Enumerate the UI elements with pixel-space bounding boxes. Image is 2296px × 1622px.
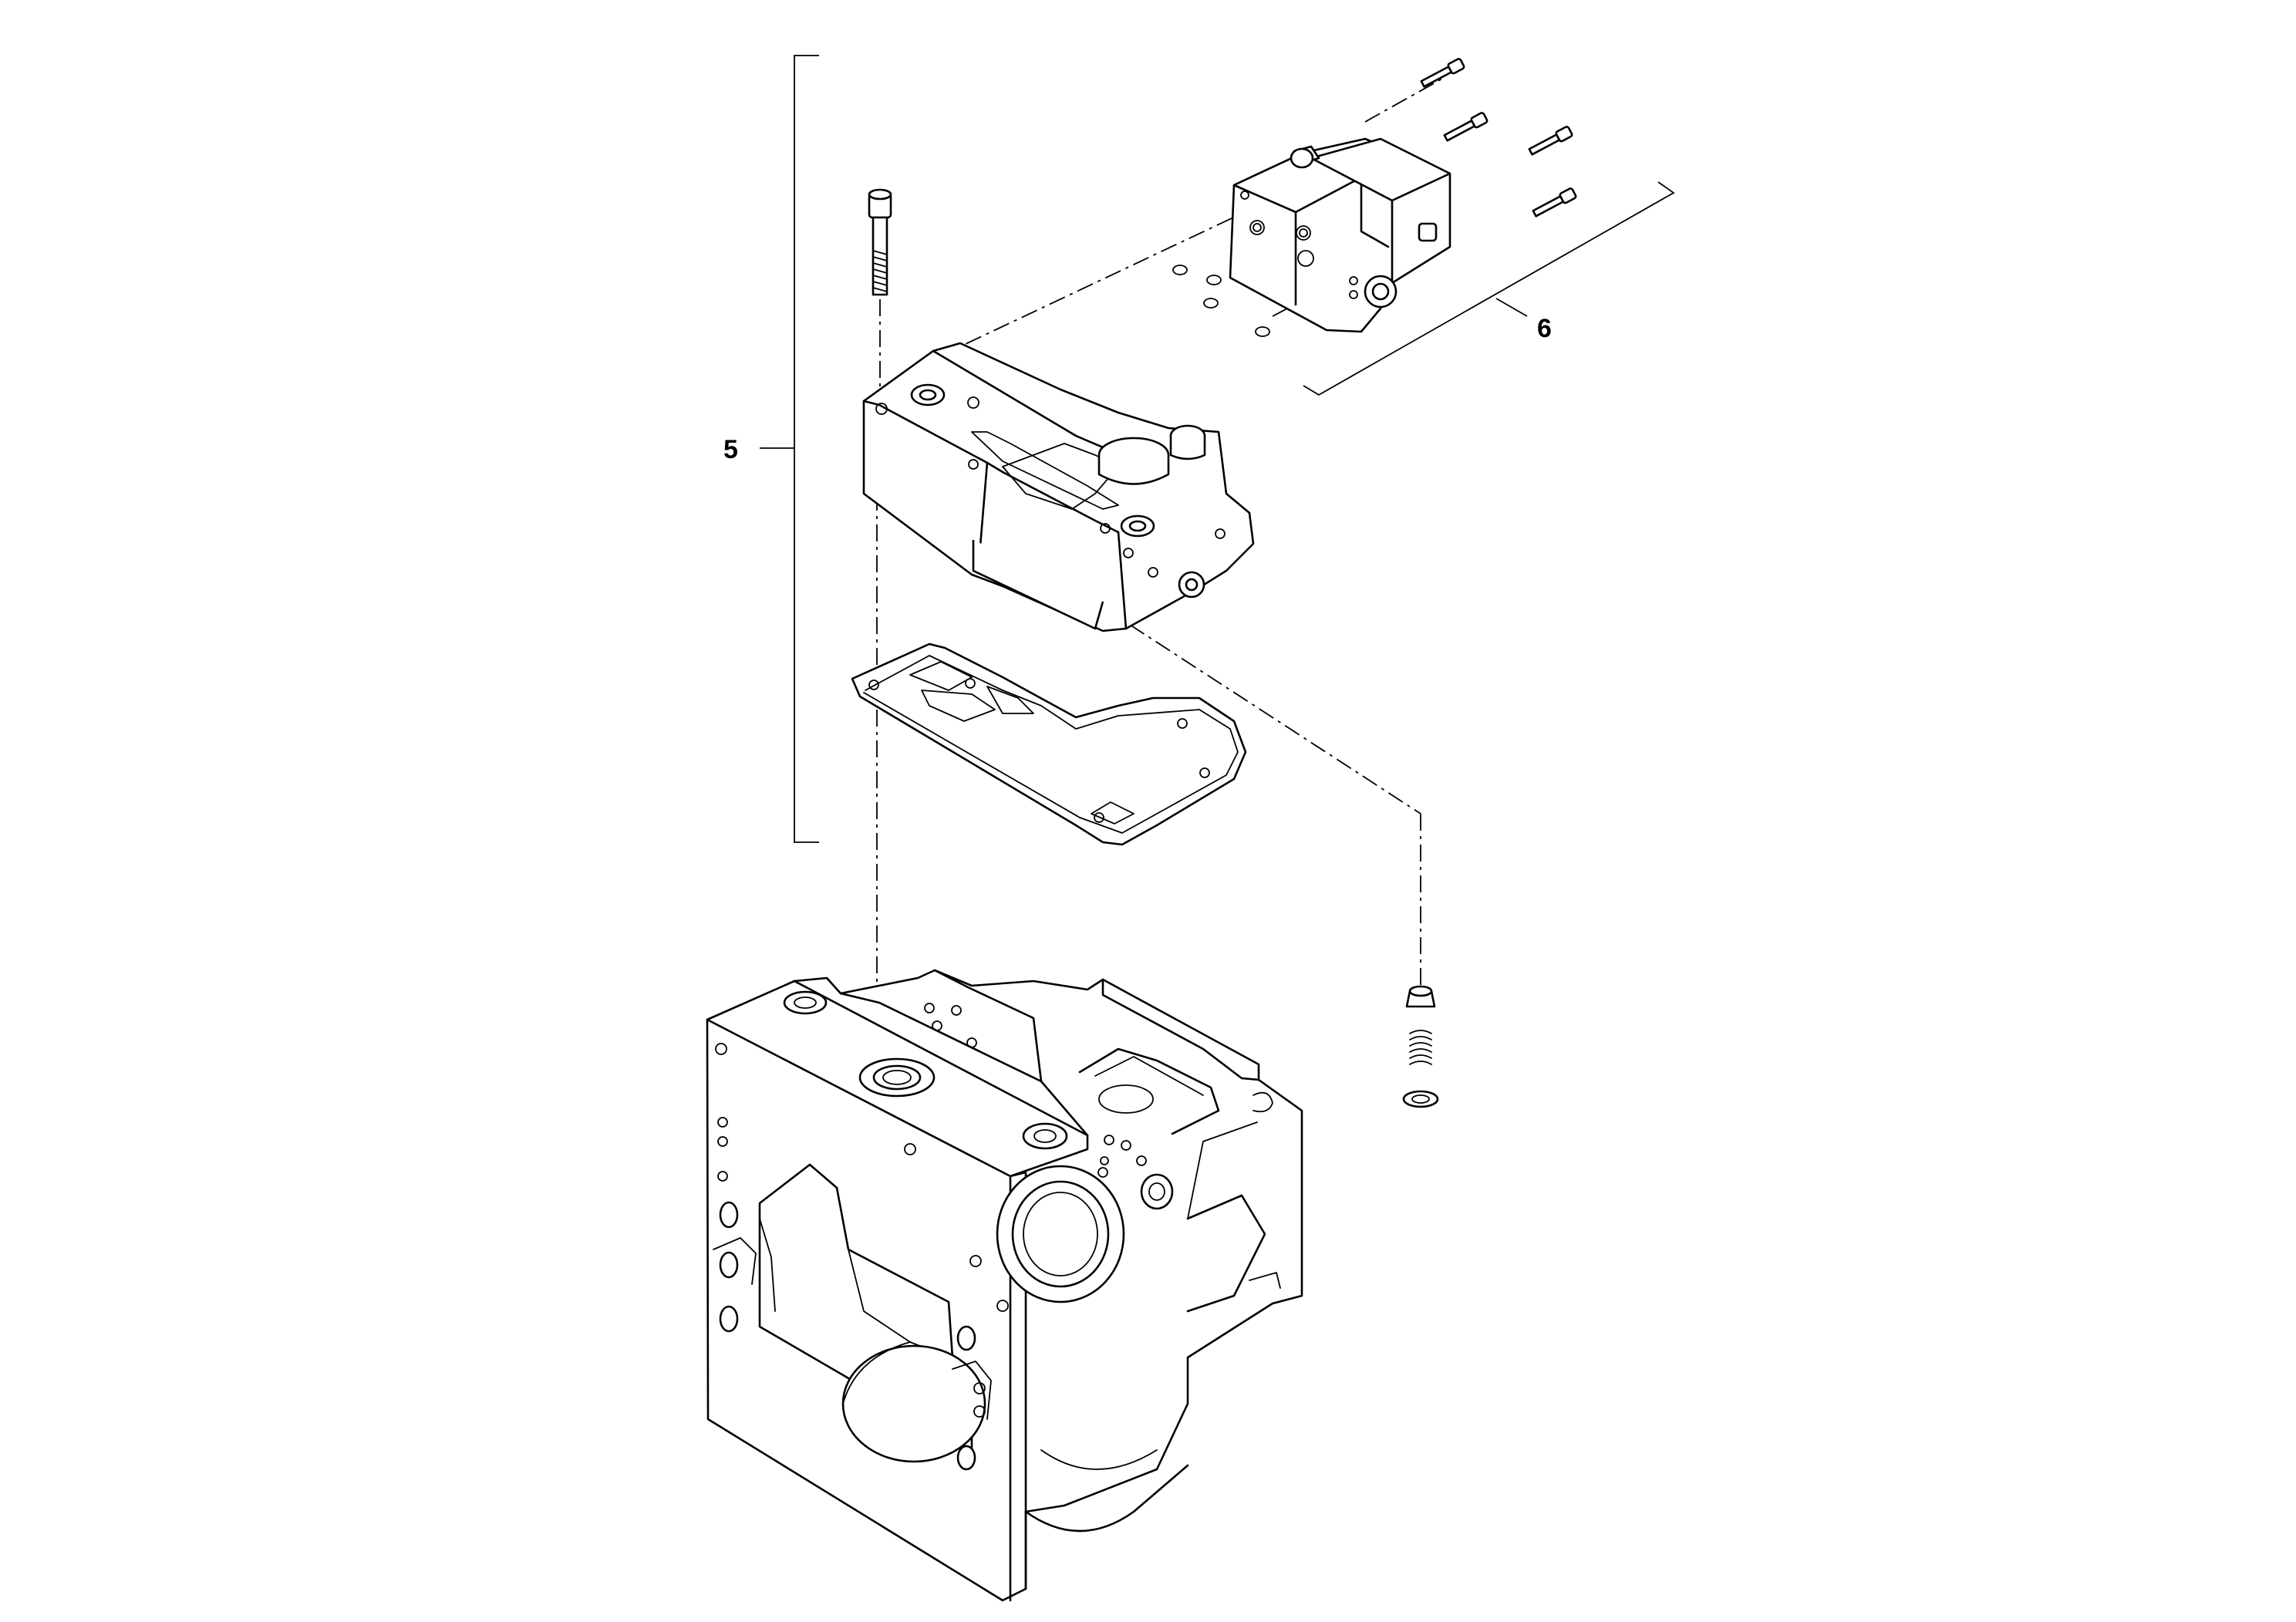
bracket-item-6: [1303, 181, 1675, 396]
pilot-valve-block: [1229, 137, 1451, 333]
socket-head-bolt: [868, 188, 892, 296]
o-rings: [1172, 265, 1270, 337]
spring-poppet-assembly: [1402, 985, 1439, 1108]
control-cover: [862, 342, 1255, 632]
callout-5: 5: [723, 435, 738, 464]
callout-6: 6: [1537, 314, 1552, 343]
gasket: [851, 642, 1247, 846]
valve-block-screws: [1420, 58, 1577, 218]
bracket-item-5: [760, 55, 819, 843]
pump-housing: [706, 969, 1303, 1602]
